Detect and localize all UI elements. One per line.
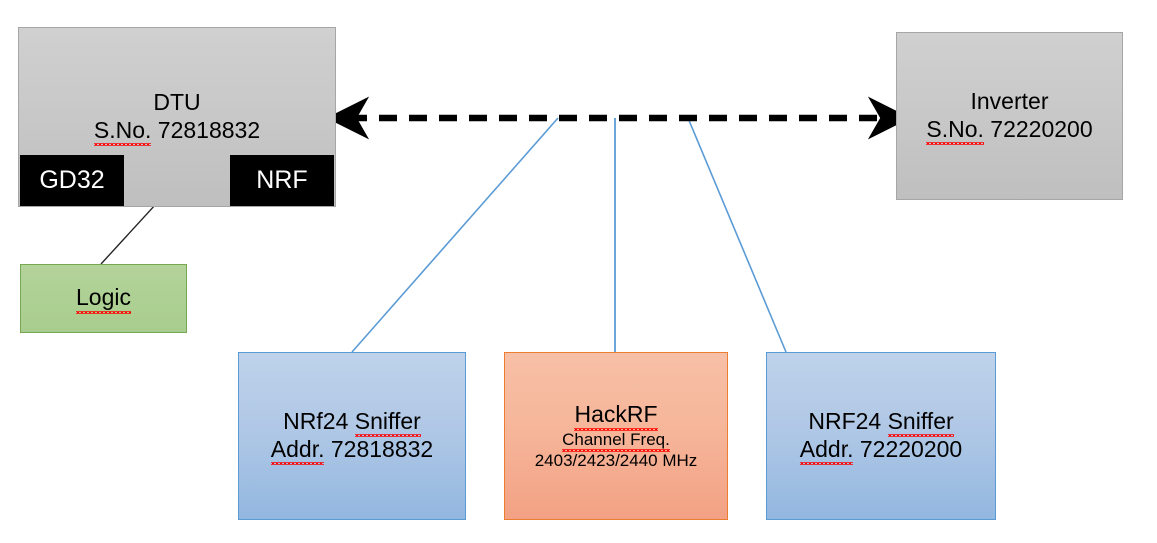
inverter-title: Inverter	[970, 88, 1049, 115]
hackrf-subtitle-wrap: Channel Freq.	[562, 430, 670, 452]
dtu-chip-gd32[interactable]: GD32	[20, 155, 124, 206]
sniffer-left-addr: Addr. 72818832	[270, 436, 434, 466]
hackrf-title: HackRF	[574, 401, 658, 431]
chip-gd32-label: GD32	[39, 166, 105, 194]
nrf24-sniffer-right-block[interactable]: NRF24 Sniffer Addr. 72220200	[766, 352, 996, 520]
sniffer-right-addr-value: 72220200	[859, 436, 963, 462]
dtu-title: DTU	[153, 89, 201, 116]
inverter-serial-value: 72220200	[990, 115, 1093, 142]
hackrf-subtitle: Channel Freq.	[562, 430, 670, 452]
logic-label: Logic	[76, 284, 131, 314]
sniffer-left-title: NRf24 Sniffer	[283, 408, 421, 438]
dtu-serial-label: S.No.	[93, 117, 151, 146]
tap-line-sniffer-right	[687, 117, 787, 353]
sniffer-left-addr-value: 72818832	[330, 436, 434, 462]
tap-line-sniffer-left	[351, 117, 559, 353]
dtu-serial: S.No. 72818832	[93, 116, 261, 146]
dtu-serial-value: 72818832	[157, 116, 261, 143]
logic-analyzer-block[interactable]: Logic	[20, 264, 187, 333]
sniffer-right-title-word: Sniffer	[887, 408, 954, 438]
nrf24-sniffer-left-block[interactable]: NRf24 Sniffer Addr. 72818832	[238, 352, 466, 520]
chip-nrf-label: NRF	[256, 166, 308, 194]
logic-label-wrap: Logic	[76, 284, 131, 314]
hackrf-frequencies: 2403/2423/2440 MHz	[534, 450, 698, 470]
dtu-chip-nrf[interactable]: NRF	[230, 155, 334, 206]
sniffer-left-title-word: Sniffer	[354, 408, 421, 438]
sniffer-left-addr-label: Addr.	[270, 436, 324, 466]
inverter-serial-label: S.No.	[926, 116, 984, 145]
inverter-block[interactable]: Inverter S.No. 72220200	[896, 32, 1123, 200]
inverter-serial: S.No. 72220200	[926, 115, 1093, 145]
sniffer-right-addr-label: Addr.	[799, 436, 853, 466]
sniffer-right-title: NRF24 Sniffer	[808, 408, 954, 438]
hackrf-block[interactable]: HackRF Channel Freq. 2403/2423/2440 MHz	[504, 352, 728, 520]
sniffer-right-addr: Addr. 72220200	[799, 436, 963, 466]
hackrf-title-wrap: HackRF	[574, 401, 658, 431]
